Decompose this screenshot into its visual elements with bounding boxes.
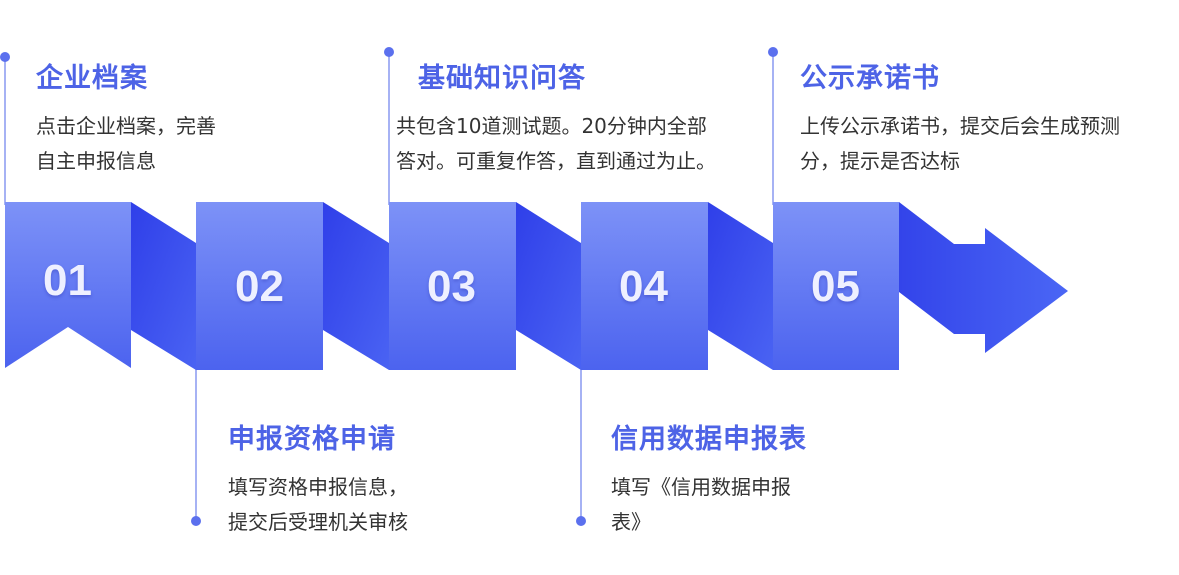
step-title-1: 企业档案	[36, 63, 148, 94]
step-desc-1-line-2: 自主申报信息	[36, 149, 156, 173]
step-title-3: 基础知识问答	[418, 63, 586, 94]
step-desc-5: 上传公示承诺书，提交后会生成预测 分，提示是否达标	[800, 109, 1120, 179]
step-desc-1: 点击企业档案，完善 自主申报信息	[36, 109, 216, 179]
step-desc-2-line-1: 填写资格申报信息，	[228, 475, 408, 499]
step-block-2	[196, 202, 323, 370]
step-block-4	[581, 202, 708, 370]
step-desc-3: 共包含10道测试题。20分钟内全部 答对。可重复作答，直到通过为止。	[396, 109, 716, 179]
fold-4	[708, 202, 773, 370]
step-block-5	[773, 202, 899, 370]
connector-dot-5	[768, 47, 778, 57]
step-title-5: 公示承诺书	[800, 63, 940, 94]
step-block-3	[389, 202, 516, 370]
connector-dot-2	[191, 516, 201, 526]
step-desc-4-line-2: 表》	[611, 510, 651, 534]
fold-1	[131, 202, 196, 370]
end-arrow	[899, 202, 1068, 353]
step-number-2: 02	[235, 262, 284, 311]
step-number-4: 04	[619, 262, 668, 311]
step-desc-2-line-2: 提交后受理机关审核	[228, 510, 408, 534]
connector-dot-1	[0, 52, 10, 62]
step-number-3: 03	[427, 262, 476, 311]
connector-dot-3	[384, 47, 394, 57]
fold-2	[323, 202, 389, 370]
step-desc-3-line-2: 答对。可重复作答，直到通过为止。	[396, 149, 716, 173]
step-desc-3-line-1: 共包含10道测试题。20分钟内全部	[396, 114, 707, 138]
step-number-5: 05	[811, 262, 860, 311]
step-desc-1-line-1: 点击企业档案，完善	[36, 114, 216, 138]
step-desc-5-line-2: 分，提示是否达标	[800, 149, 960, 173]
step-block-1	[5, 202, 131, 368]
step-desc-5-line-1: 上传公示承诺书，提交后会生成预测	[800, 114, 1120, 138]
step-number-1: 01	[43, 256, 92, 305]
fold-3	[516, 202, 581, 370]
connector-dot-4	[576, 516, 586, 526]
step-title-4: 信用数据申报表	[611, 424, 807, 455]
step-title-2: 申报资格申请	[228, 424, 396, 455]
step-desc-2: 填写资格申报信息， 提交后受理机关审核	[228, 470, 408, 540]
step-desc-4: 填写《信用数据申报 表》	[611, 470, 791, 540]
step-desc-4-line-1: 填写《信用数据申报	[611, 475, 791, 499]
